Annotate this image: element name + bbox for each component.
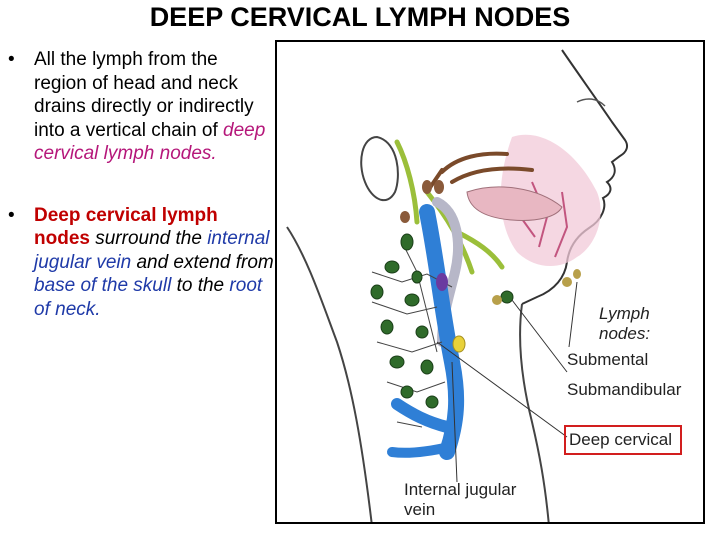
bullet-1-text: All the lymph from the region of head an… xyxy=(34,49,254,141)
jugulodigastric-node xyxy=(436,273,448,291)
neck-illustration xyxy=(286,49,629,522)
bullet-2-neck-root: root of neck. xyxy=(34,275,263,320)
label-submandibular: Submandibular xyxy=(567,380,682,399)
vein-branch-lower xyxy=(387,442,454,458)
bullet-2-text-3: to the xyxy=(171,275,230,296)
leader-lines xyxy=(436,281,578,483)
bullet-list: All the lymph from the region of head an… xyxy=(6,48,274,321)
bullet-1-emphasis: deep cervical lymph nodes. xyxy=(34,119,266,165)
label-internal-jugular-2: vein xyxy=(404,500,436,519)
submandibular-nodes xyxy=(492,269,581,305)
slide-title: DEEP CERVICAL LYMPH NODES xyxy=(149,2,571,32)
bullet-2-text-2: and extend from xyxy=(131,251,274,273)
eye-outline xyxy=(576,98,606,107)
jugulo-omohyoid-node xyxy=(452,335,466,353)
bullet-2-skull-base: base of the skull xyxy=(34,275,172,296)
bullet-2: Deep cervical lymph nodes surround the i… xyxy=(6,204,274,322)
label-deep-cervical: Deep cervical xyxy=(569,430,672,449)
bullet-2-text-1: surround the xyxy=(89,228,208,249)
label-lymph-nodes-1: Lymph xyxy=(599,304,650,323)
anatomy-figure: Lymph nodes: Submental Submandibular Dee… xyxy=(275,40,705,524)
bullet-1: All the lymph from the region of head an… xyxy=(6,48,274,166)
neck-back-outline xyxy=(286,226,373,522)
label-submental: Submental xyxy=(567,350,649,369)
ear-outline xyxy=(360,135,399,202)
label-internal-jugular-1: Internal jugular xyxy=(404,480,517,499)
label-lymph-nodes-2: nodes: xyxy=(599,324,651,343)
bullet-2-ijv: internal jugular vein xyxy=(34,228,270,273)
oral-cavity xyxy=(466,186,563,221)
deep-cervical-highlight-box xyxy=(564,425,682,455)
bullet-2-term: Deep cervical lymph nodes xyxy=(34,204,218,250)
parotid-nodes xyxy=(400,180,444,223)
vein-branch-left xyxy=(391,398,453,433)
deep-cervical-nodes xyxy=(370,233,514,409)
neck-front-outline xyxy=(519,303,550,522)
